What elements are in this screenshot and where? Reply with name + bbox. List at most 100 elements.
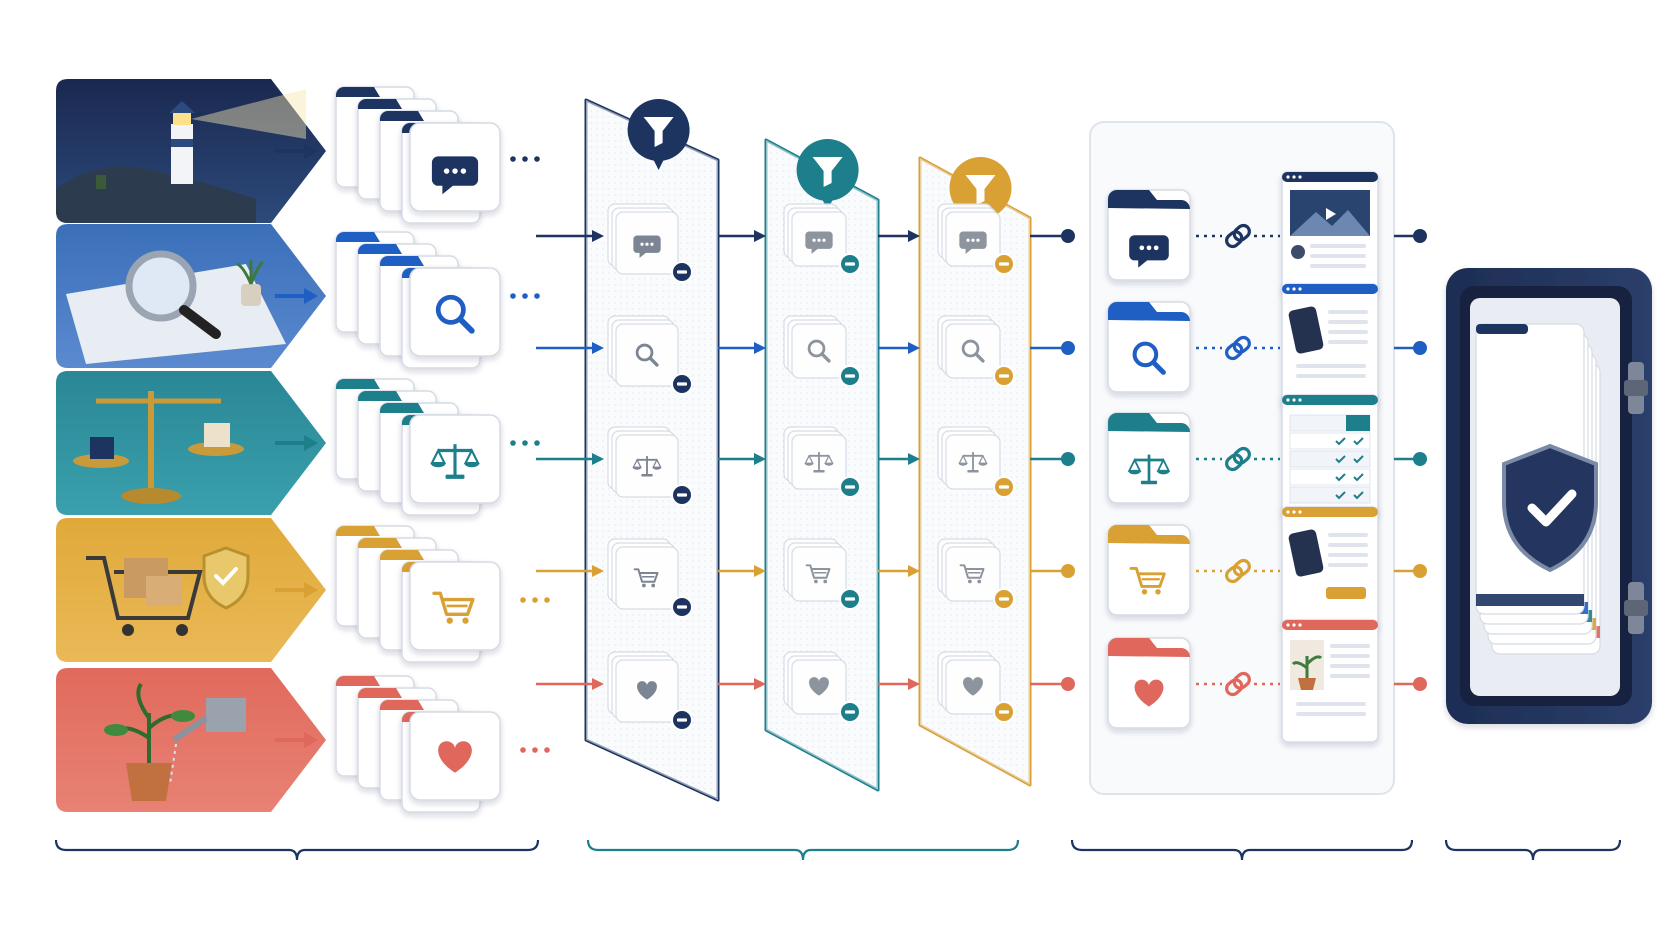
chat-bubble-icon xyxy=(633,235,661,258)
ellipsis-dots xyxy=(510,156,540,162)
ellipsis-dots xyxy=(510,293,540,299)
stage-braces xyxy=(54,839,1622,861)
front-card xyxy=(409,122,501,212)
output-connector xyxy=(1394,564,1427,578)
dot-connector xyxy=(1030,564,1075,578)
card-stack xyxy=(335,675,501,813)
folder-card-icon-wrap xyxy=(1132,341,1166,375)
remove-badge-icon xyxy=(839,253,861,275)
front-card-icon-wrap xyxy=(430,444,480,479)
card-stack xyxy=(335,525,501,663)
remove-badge-icon xyxy=(839,588,861,610)
flow-arrow xyxy=(718,230,766,242)
front-card-icon-wrap xyxy=(432,591,475,624)
input-arrow xyxy=(275,288,318,304)
balance-scale-icon xyxy=(1127,454,1171,485)
input-arrow xyxy=(275,582,318,598)
balance-scale-icon xyxy=(430,444,480,479)
flow-arrow xyxy=(878,678,920,690)
shopping-cart-icon xyxy=(805,564,831,584)
input-arrow xyxy=(275,732,318,748)
filtered-card-icon-wrap xyxy=(633,235,661,258)
filter-pane xyxy=(918,156,1032,787)
shield-check-icon xyxy=(1502,443,1598,573)
filtered-card xyxy=(937,426,1015,498)
card-stack xyxy=(335,378,501,516)
folder-card-icon-wrap xyxy=(1129,235,1169,268)
folder-card-icon-wrap xyxy=(1134,679,1164,707)
remove-badge-icon xyxy=(993,588,1015,610)
flow-arrow xyxy=(536,342,604,354)
product-page xyxy=(1281,283,1379,407)
chat-bubble-icon xyxy=(1129,235,1169,268)
vault-safe xyxy=(1446,268,1652,724)
shopping-cart-icon xyxy=(959,564,985,584)
filtered-card-icon-wrap xyxy=(961,339,985,363)
shopping-cart-icon xyxy=(432,591,475,624)
flow-arrow xyxy=(878,453,920,465)
lighthouse-scene xyxy=(56,79,326,223)
front-card xyxy=(409,267,501,357)
link-connector xyxy=(1196,335,1280,361)
watering-plant-scene xyxy=(56,668,326,812)
checkout-page xyxy=(1281,506,1379,630)
filtered-card xyxy=(783,651,861,723)
remove-badge-icon xyxy=(671,261,693,283)
dot-connector xyxy=(1030,229,1075,243)
filtered-card xyxy=(783,315,861,387)
remove-badge-icon xyxy=(839,476,861,498)
front-card-icon-wrap xyxy=(431,156,479,195)
balance-scale-icon xyxy=(958,452,988,473)
filtered-card-icon-wrap xyxy=(633,568,659,588)
filtered-card-icon-wrap xyxy=(963,677,983,696)
filtered-card xyxy=(607,538,693,618)
filtered-card xyxy=(937,538,1015,610)
filtered-card xyxy=(607,203,693,283)
filtered-card xyxy=(783,538,861,610)
filtered-card xyxy=(937,315,1015,387)
plant-article-page xyxy=(1281,619,1379,743)
link-connector xyxy=(1196,223,1280,249)
ellipsis-dots xyxy=(510,440,540,446)
chat-bubble-icon xyxy=(959,231,987,254)
dot-connector xyxy=(1030,677,1075,691)
input-scenes xyxy=(56,79,326,812)
flow-arrow xyxy=(536,230,604,242)
remove-badge-icon xyxy=(671,373,693,395)
filtered-card-icon-wrap xyxy=(637,681,657,700)
remove-badge-icon xyxy=(839,365,861,387)
folder-card-icon-wrap xyxy=(1127,454,1171,485)
chain-link-icon xyxy=(1225,335,1251,361)
dot-connector xyxy=(1030,341,1075,355)
magnifier-icon xyxy=(961,339,985,363)
secure-vault xyxy=(1446,268,1652,724)
filtered-card-icon-wrap xyxy=(809,677,829,696)
flow-arrow xyxy=(718,453,766,465)
flow-arrow xyxy=(718,678,766,690)
filtered-card-icon-wrap xyxy=(805,564,831,584)
filter-pane xyxy=(584,98,720,802)
vault-hinge xyxy=(1624,362,1648,414)
flow-arrow xyxy=(878,565,920,577)
front-card xyxy=(409,711,501,801)
filtered-card xyxy=(937,203,1015,275)
remove-badge-icon xyxy=(671,709,693,731)
card-stack xyxy=(335,231,501,369)
link-connector xyxy=(1196,446,1280,472)
dot-connector xyxy=(1030,452,1075,466)
folder-card xyxy=(1107,637,1191,729)
remove-badge-icon xyxy=(993,253,1015,275)
ellipsis-dots xyxy=(520,747,550,753)
balance-scale-icon xyxy=(804,452,834,473)
cart-shield-scene xyxy=(56,518,326,662)
heart-icon xyxy=(1134,679,1164,707)
flow-arrow xyxy=(718,565,766,577)
folder-card-icon-wrap xyxy=(1129,566,1166,595)
flow-arrow xyxy=(878,230,920,242)
filter-pane xyxy=(764,138,880,792)
chain-link-icon xyxy=(1225,446,1251,472)
flow-arrow xyxy=(536,678,604,690)
ellipsis-dots xyxy=(520,597,550,603)
comparison-table-page xyxy=(1281,394,1379,518)
